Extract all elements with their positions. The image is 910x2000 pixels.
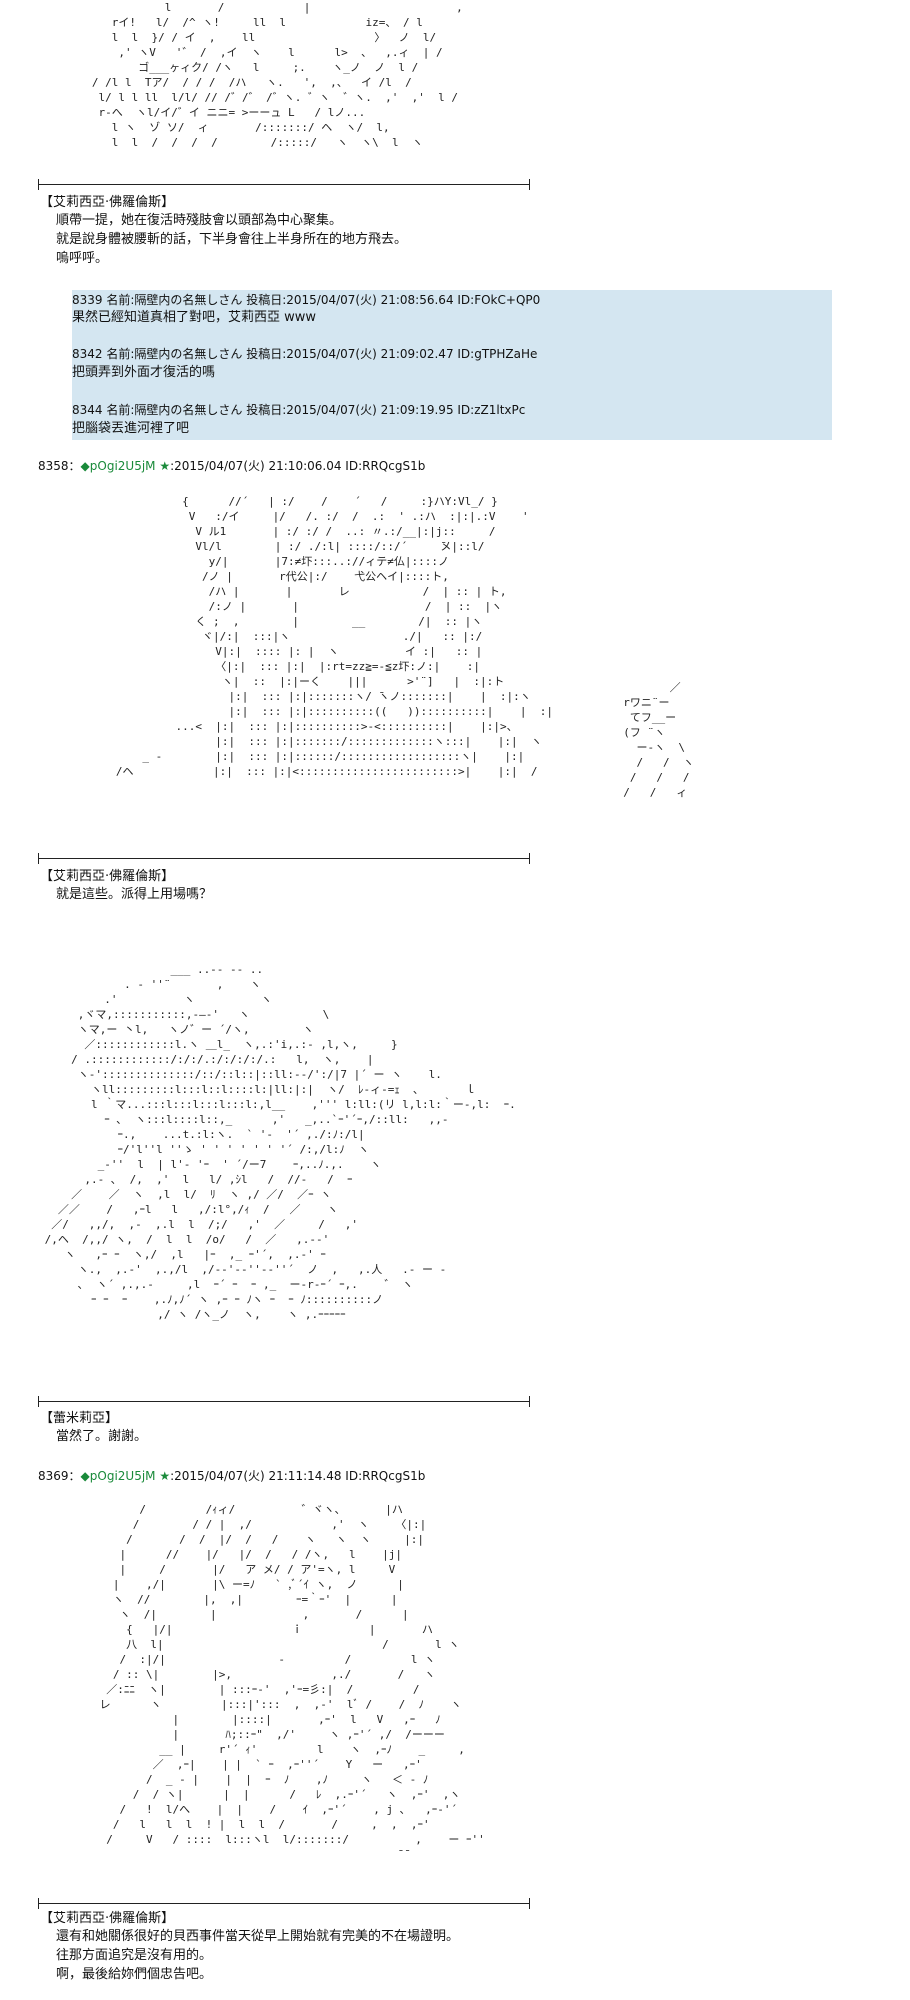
post-number: 8369： bbox=[38, 1469, 81, 1483]
post-meta: :2015/04/07(火) 21:11:14.48 ID:RRQcgS1b bbox=[170, 1469, 426, 1483]
dialogue-line: 啊，最後給妳們個忠告吧。 bbox=[56, 1967, 213, 1982]
post-header-8369: 8369：◆pOgi2U5jM ★:2015/04/07(火) 21:11:14… bbox=[38, 1468, 425, 1485]
divider-tick bbox=[529, 1396, 530, 1407]
speaker-label: 【艾莉西亞·佛羅倫斯】 bbox=[40, 195, 175, 210]
dialogue-line: 就是這些。派得上用場嗎？ bbox=[56, 887, 213, 902]
dialogue-line: 就是說身體被腰斬的話，下半身會往上半身所在的地方飛去。 bbox=[56, 232, 408, 247]
tripcode: ◆pOgi2U5jM ★ bbox=[80, 1469, 171, 1483]
ascii-art-character: { //´ | :/ / ´ / :}ハY:Vl_/ } V :/イ |/ /.… bbox=[115, 495, 553, 778]
ascii-art-remilia: ___ ..-‐ ‐‐ .. . - ''¨ , ヽ .' ヽ ヽ ,ヾマ,::… bbox=[44, 963, 516, 1321]
dialogue-line: 往那方面追究是沒有用的。 bbox=[56, 1948, 213, 1963]
divider-tick bbox=[38, 179, 39, 190]
divider-tick bbox=[38, 1396, 39, 1407]
response-header: 8339 名前:隔壁内の名無しさん 投稿日:2015/04/07(火) 21:0… bbox=[72, 293, 541, 307]
response-quote-block bbox=[72, 290, 832, 440]
response-body: 果然已經知道真相了對吧，艾莉西亞 www bbox=[72, 310, 317, 325]
ascii-art-arm: ／ rワニ¨ー てフ__ー (フ ¨ヽ ー-ヽ \ / / ヽ / / / / … bbox=[623, 681, 694, 799]
response-header: 8344 名前:隔壁内の名無しさん 投稿日:2015/04/07(火) 21:0… bbox=[72, 403, 526, 417]
speaker-label: 【艾莉西亞·佛羅倫斯】 bbox=[40, 869, 175, 884]
divider-tick bbox=[38, 853, 39, 864]
post-header-8358: 8358：◆pOgi2U5jM ★:2015/04/07(火) 21:10:06… bbox=[38, 458, 425, 475]
response-body: 把頭弄到外面才復活的嗎 bbox=[72, 365, 216, 380]
divider-tick bbox=[529, 853, 530, 864]
dialogue-line: 還有和她關係很好的貝西事件當天從早上開始就有完美的不在場證明。 bbox=[56, 1929, 460, 1944]
divider-rule-1 bbox=[38, 184, 530, 185]
divider-tick bbox=[38, 1898, 39, 1909]
divider-rule-2 bbox=[38, 858, 530, 859]
response-header: 8342 名前:隔壁内の名無しさん 投稿日:2015/04/07(火) 21:0… bbox=[72, 347, 538, 361]
speaker-label: 【艾莉西亞·佛羅倫斯】 bbox=[40, 1911, 175, 1926]
ascii-art-top: l / | , rイ! l/ /^ ヽ! ll l iz=、 / l l l }… bbox=[91, 1, 463, 149]
divider-tick bbox=[529, 1898, 530, 1909]
response-body: 把腦袋丟進河裡了吧 bbox=[72, 421, 190, 436]
post-number: 8358： bbox=[38, 459, 81, 473]
divider-tick bbox=[529, 179, 530, 190]
divider-rule-3 bbox=[38, 1401, 530, 1402]
tripcode: ◆pOgi2U5jM ★ bbox=[80, 459, 171, 473]
dialogue-line: 嗚呼呼。 bbox=[56, 251, 109, 266]
ascii-art-alicia: / /ｨィ/ ゛ヾヽ、 |ハ / / / | ,/ ,' ヽ 〈|:| / / … bbox=[99, 1503, 485, 1861]
divider-rule-4 bbox=[38, 1903, 530, 1904]
post-meta: :2015/04/07(火) 21:10:06.04 ID:RRQcgS1b bbox=[170, 459, 426, 473]
dialogue-line: 順帶一提，她在復活時殘肢會以頭部為中心聚集。 bbox=[56, 213, 343, 228]
dialogue-line: 當然了。謝謝。 bbox=[56, 1429, 148, 1444]
speaker-label: 【蕾米莉亞】 bbox=[40, 1411, 119, 1426]
